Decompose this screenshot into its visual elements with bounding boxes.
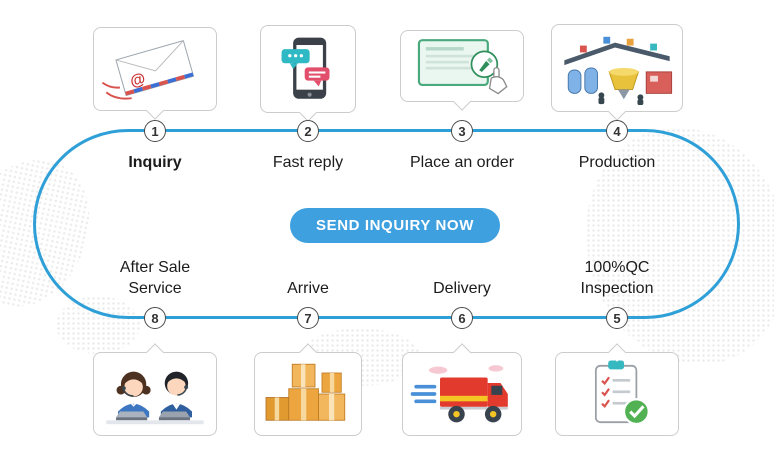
step-label-inquiry: Inquiry (128, 154, 182, 171)
step-label-delivery: Delivery (433, 280, 491, 298)
qc-clipboard-icon (594, 360, 650, 426)
send-inquiry-button[interactable]: SEND INQUIRY NOW (290, 208, 500, 243)
step-number-5: 5 (606, 307, 628, 329)
step-number-3-text: 3 (458, 123, 466, 139)
step-number-8-text: 8 (151, 310, 159, 326)
step-number-8: 8 (144, 307, 166, 329)
step-number-5-text: 5 (613, 310, 621, 326)
svg-text:@: @ (128, 70, 147, 91)
step-number-7: 7 (297, 307, 319, 329)
step7-icon-card (254, 352, 362, 436)
step-number-1: 1 (144, 120, 166, 142)
step-number-1-text: 1 (151, 123, 159, 139)
parcel-boxes-icon (265, 363, 346, 421)
customer-support-icon (106, 371, 204, 425)
step-number-4-text: 4 (613, 123, 621, 139)
step-label-arrive: Arrive (287, 280, 329, 298)
process-ring (33, 129, 740, 319)
step-number-6-text: 6 (458, 310, 466, 326)
factory-line-icon (564, 36, 673, 106)
step4-icon-card (551, 24, 683, 112)
step-label-fast-reply: Fast reply (272, 154, 344, 171)
step3-icon-card (400, 30, 524, 102)
delivery-truck-icon (410, 365, 508, 423)
phone-chat-icon (281, 37, 330, 99)
step8-icon-card (93, 352, 217, 436)
step1-icon-card: @ (93, 27, 217, 111)
step6-icon-card (402, 352, 522, 436)
step-number-3: 3 (451, 120, 473, 142)
step-label-after-sale-service: After Sale Service (119, 259, 191, 298)
step-number-4: 4 (606, 120, 628, 142)
step-label-production: Production (578, 154, 656, 171)
step-number-6: 6 (451, 307, 473, 329)
step-label-qc-inspection: 100%QC Inspection (580, 259, 654, 298)
airmail-envelope-icon: @ (101, 40, 195, 100)
step-number-2-text: 2 (304, 123, 312, 139)
step5-icon-card (555, 352, 679, 436)
order-screen-icon (417, 39, 508, 95)
step-label-place-an-order: Place an order (409, 154, 515, 171)
step-number-2: 2 (297, 120, 319, 142)
step2-icon-card (260, 25, 356, 113)
step-number-7-text: 7 (304, 310, 312, 326)
